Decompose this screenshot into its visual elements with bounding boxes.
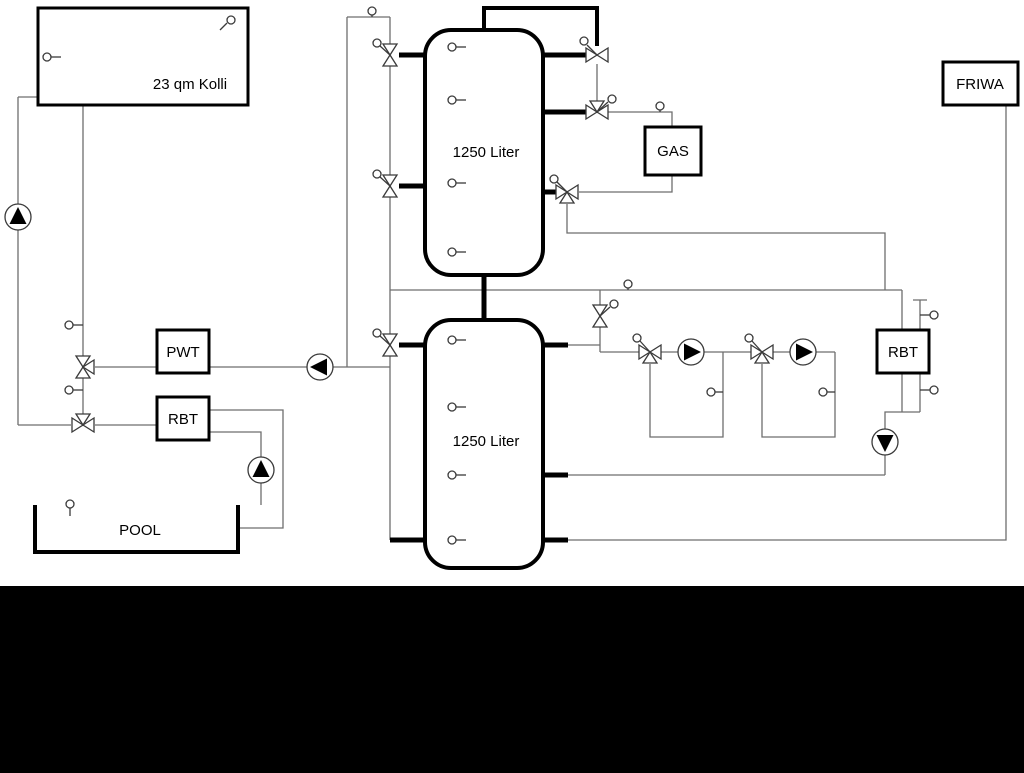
temperature-sensor-icon: [64, 320, 83, 330]
three-way-valve-icon: [579, 36, 609, 64]
three-way-valve-icon: [591, 299, 619, 328]
tank-outline: [423, 28, 545, 277]
three-way-valve-icon: [71, 413, 95, 434]
three-way-valve-icon: [372, 328, 399, 357]
temperature-sensor-icon: [920, 310, 939, 320]
pump-icon-pwt-charge: [306, 353, 334, 381]
three-way-valve-icon: [372, 38, 399, 67]
tank-label: 1250 Liter: [453, 433, 520, 450]
collector-label: 23 qm Kolli: [153, 76, 227, 93]
three-way-valve-icon: [549, 174, 579, 204]
pump-icon-pool: [247, 456, 275, 484]
footer-black-bar: [0, 586, 1024, 768]
buffer-tank-top: 1250 Liter: [423, 28, 545, 277]
temperature-sensor-icon: [447, 402, 466, 412]
tank-label: 1250 Liter: [453, 144, 520, 161]
pipe-network-thick: [390, 6, 599, 543]
rbt-left-outline: [155, 395, 211, 442]
temperature-sensor-icon: [447, 335, 466, 345]
gas-outline: [643, 125, 703, 177]
top-main-pipe: [482, 6, 599, 46]
temperature-sensor-icon: [623, 279, 633, 290]
three-way-valve-icon: [74, 355, 95, 379]
rbt-left-label: RBT: [168, 411, 198, 428]
pool-basin: POOL: [33, 505, 240, 554]
temperature-sensor-icon: [447, 178, 466, 188]
pump-icon-rbt-circuit: [871, 428, 899, 456]
temperature-sensor-icon: [920, 385, 939, 395]
friwa-box: FRIWA: [941, 60, 1020, 107]
pwt-label: PWT: [166, 344, 199, 361]
gas-boiler-box: GAS: [643, 125, 703, 177]
pwt-outline: [155, 328, 211, 375]
temperature-sensor-icon: [64, 385, 83, 395]
three-way-valve-icon: [372, 169, 399, 198]
pump-icon-heating-circuit-2: [789, 338, 817, 366]
temperature-sensor-icon: [818, 387, 835, 397]
collector-box: 23 qm Kolli: [36, 6, 250, 107]
tank-stub: [390, 52, 586, 543]
buffer-tank-bottom: 1250 Liter: [423, 318, 545, 570]
three-way-valve-icon: [632, 333, 662, 364]
friwa-label: FRIWA: [956, 76, 1004, 93]
rbt-left-box: RBT: [155, 395, 211, 442]
pwt-box: PWT: [155, 328, 211, 375]
temperature-sensor-icon: [42, 52, 61, 62]
temperature-sensor-icon: [447, 42, 466, 52]
temperature-sensor-icon: [367, 6, 377, 17]
three-way-valve-icon: [585, 94, 617, 121]
temperature-sensor-icon: [219, 15, 236, 31]
temperature-sensor-icon: [65, 499, 75, 516]
friwa-outline: [941, 60, 1020, 107]
temperature-sensor-icon: [447, 247, 466, 257]
pump-icon-heating-circuit-1: [677, 338, 705, 366]
temperature-sensor-icon: [447, 470, 466, 480]
pool-label: POOL: [119, 522, 161, 539]
rbt-right-box: RBT: [875, 328, 931, 375]
gas-label: GAS: [657, 143, 689, 160]
pump-icon-collector-return: [4, 203, 32, 231]
pipe-run: [17, 16, 391, 540]
pool-outline: [33, 505, 240, 554]
collector-outline: [36, 6, 250, 107]
rbt-right-label: RBT: [888, 344, 918, 361]
temperature-sensor-icon: [447, 535, 466, 545]
temperature-sensor-icon: [706, 387, 723, 397]
temperature-sensor-icon: [447, 95, 466, 105]
temperature-sensor-icon: [655, 101, 665, 112]
rbt-right-outline: [875, 328, 931, 375]
tank-outline: [423, 318, 545, 570]
three-way-valve-icon: [744, 333, 774, 364]
